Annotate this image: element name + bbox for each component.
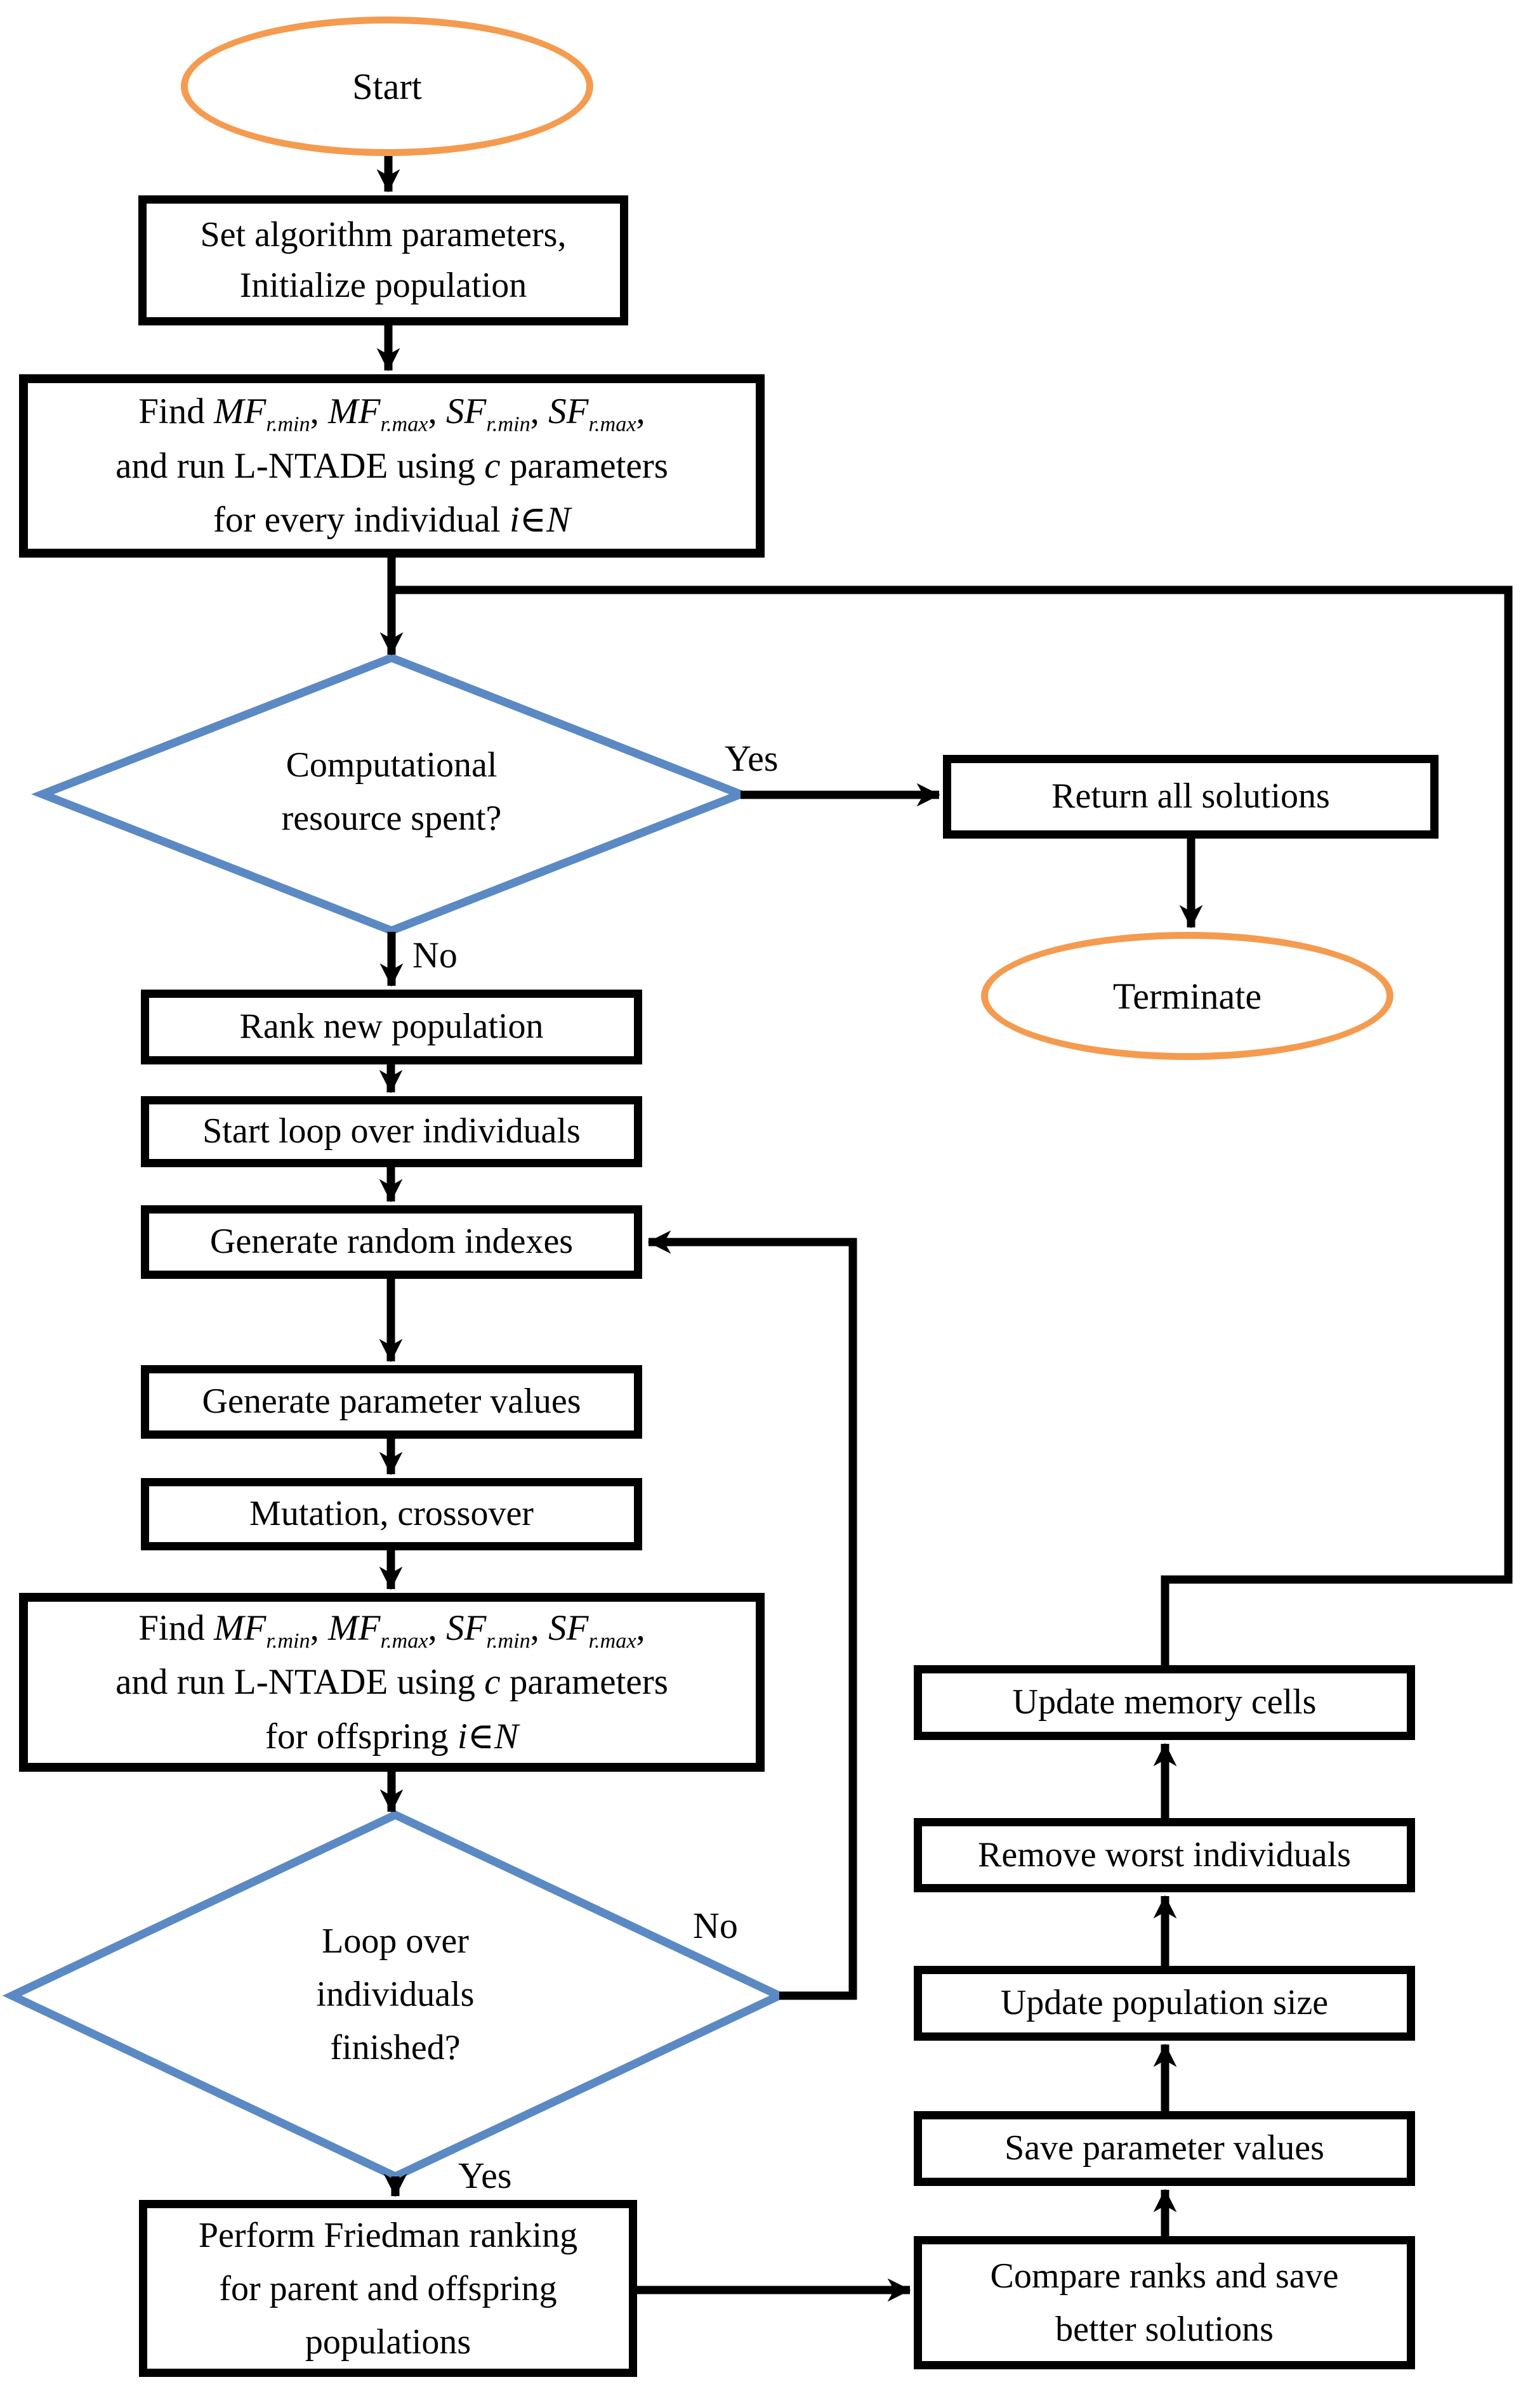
node-mutation: Mutation, crossover [141,1478,642,1550]
node-find1: Find MFr.min, MFr.max, SFr.min, SFr.max,… [19,374,765,558]
edge-label-loop-no: No [693,1905,738,1946]
decision-resource-diamond [31,653,752,935]
edge-loop-no [647,1230,857,2000]
node-return-all: Return all solutions [943,755,1439,839]
node-gen-params-label: Generate parameter values [202,1382,581,1422]
node-rank-label: Rank new population [239,1007,544,1047]
node-find2-line3: for offspring i∈N [265,1716,518,1757]
node-save-params-label: Save parameter values [1004,2128,1324,2168]
node-start-label: Start [352,65,422,107]
node-terminate: Terminate [981,932,1393,1060]
node-update-pop: Update population size [914,1966,1415,2041]
edge-label-resource-yes: Yes [725,738,779,779]
node-compare-line1: Compare ranks and save [990,2256,1339,2296]
node-start: Start [181,16,593,156]
node-gen-indexes: Generate random indexes [141,1205,642,1279]
node-init-line2: Initialize population [239,265,527,305]
node-find2-line2: and run L-NTADE using c parameters [115,1662,668,1703]
node-init: Set algorithm parameters, Initialize pop… [138,195,628,325]
node-decision-loop-label: Loop over individuals finished? [316,1921,475,2067]
node-update-pop-label: Update population size [1000,1983,1329,2023]
node-find2-line1: Find MFr.min, MFr.max, SFr.min, SFr.max, [138,1607,645,1653]
edge-label-loop-yes: Yes [458,2155,512,2196]
node-gen-indexes-label: Generate random indexes [209,1222,574,1262]
node-find1-line2: and run L-NTADE using c parameters [115,445,668,486]
node-friedman: Perform Friedman ranking for parent and … [139,2200,637,2377]
node-remove-worst: Remove worst individuals [914,1818,1415,1892]
node-start-loop: Start loop over individuals [141,1096,642,1167]
node-update-memory: Update memory cells [914,1665,1415,1740]
node-friedman-line1: Perform Friedman ranking [198,2215,578,2255]
node-rank: Rank new population [141,990,642,1064]
node-compare: Compare ranks and save better solutions [914,2236,1415,2369]
node-friedman-line2: for parent and offspring [219,2268,557,2308]
node-friedman-line3: populations [305,2322,471,2362]
node-terminate-label: Terminate [1112,975,1262,1017]
node-remove-worst-label: Remove worst individuals [978,1835,1351,1875]
node-decision-resource-label: Computational resource spent? [281,745,502,838]
node-start-loop-label: Start loop over individuals [202,1111,581,1151]
node-mutation-label: Mutation, crossover [249,1494,534,1534]
node-find1-line3: for every individual i∈N [213,500,571,540]
node-return-all-label: Return all solutions [1051,776,1330,816]
node-init-line1: Set algorithm parameters, [200,214,567,254]
node-gen-params: Generate parameter values [141,1365,642,1439]
node-find1-line1: Find MFr.min, MFr.max, SFr.min, SFr.max, [138,391,645,436]
edge-memory-feedback [392,586,1513,1665]
node-save-params: Save parameter values [914,2111,1415,2186]
edge-label-resource-no: No [412,934,458,976]
node-compare-line2: better solutions [1055,2310,1274,2349]
node-update-memory-label: Update memory cells [1012,1682,1317,1722]
node-find2: Find MFr.min, MFr.max, SFr.min, SFr.max,… [19,1593,765,1772]
